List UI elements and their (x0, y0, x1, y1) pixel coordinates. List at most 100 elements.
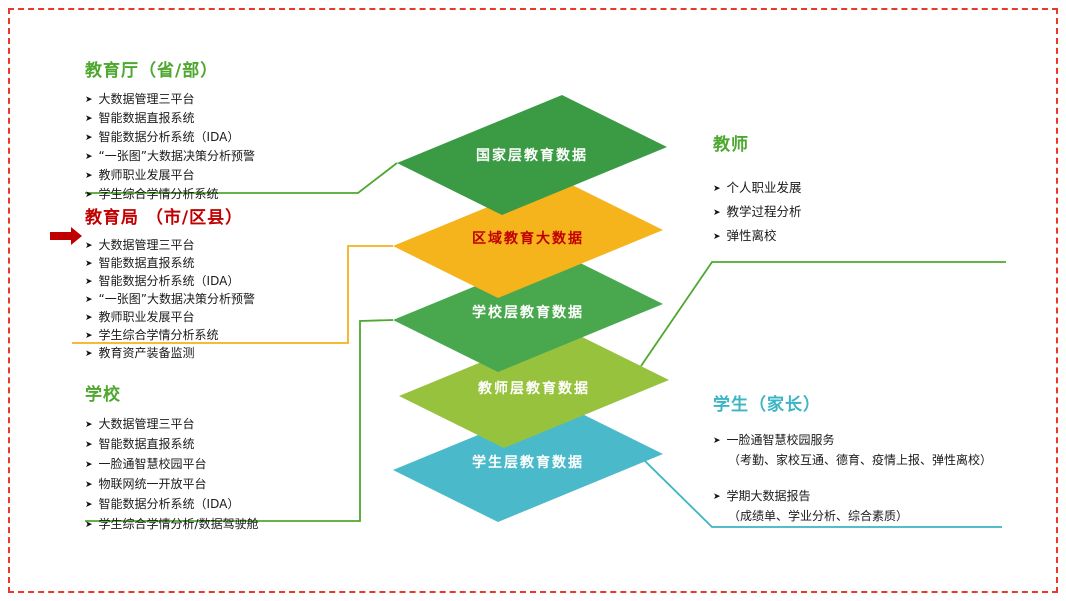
arrow-bullet-icon: ➤ (85, 480, 93, 490)
arrow-bullet-icon: ➤ (85, 295, 93, 305)
layer-regional-data: 区域教育大数据 (393, 178, 663, 298)
arrow-bullet-icon: ➤ (85, 313, 93, 323)
connector-municipal (72, 245, 393, 344)
list-item: ➤学生综合学情分析系统 (85, 186, 255, 205)
section-school-list: ➤ 大数据管理三平台 ➤智能数据直报系统 ➤ 一脸通智慧校园平台 ➤ 物联网统一开放平… (85, 415, 259, 535)
list-item: ➤ 教学过程分析 (713, 201, 802, 225)
layer-school-data: 学校层教育数据 (393, 252, 663, 372)
list-item-label: 个人职业发展 (726, 180, 802, 195)
list-item-label: 物联网统一开放平台 (98, 477, 207, 491)
list-item-label: 学生综合学情分析系统 (98, 187, 219, 201)
student-service-group: ➤一脸通智慧校园服务 （考勤、家校互通、德育、疫情上报、弹性离校） (713, 431, 992, 469)
list-item: ➤ 学生综合学情分析系统 (85, 327, 255, 345)
arrow-bullet-icon: ➤ (85, 500, 93, 510)
layer-student-data: 学生层教育数据 (393, 402, 663, 522)
layer-national-data: 国家层教育数据 (397, 95, 667, 215)
list-item: ➤ 智能数据直报系统 (85, 110, 255, 129)
list-item-label: 一脸通智慧校园平台 (98, 457, 207, 471)
student-report-group: ➤ 学期大数据报告 （成绩单、学业分析、综合素质） (713, 487, 992, 525)
arrow-bullet-icon: ➤ (85, 95, 93, 105)
arrow-bullet-icon: ➤ (85, 420, 93, 430)
list-item: ➤ “一张图”大数据决策分析预警 (85, 291, 255, 309)
pointer-arrow-icon (50, 227, 82, 245)
layer-student-label: 学生层教育数据 (472, 454, 584, 471)
list-item: ➤ 智能数据分析系统（IDA） (85, 129, 255, 148)
section-teacher: 教师 ➤ 个人职业发展 ➤ 教学过程分析 ➤ 弹性离校 (713, 130, 802, 249)
list-item-label: 智能数据直报系统 (98, 111, 195, 125)
list-item: ➤ 教师职业发展平台 (85, 309, 255, 327)
list-item-label: 弹性离校 (726, 228, 777, 243)
arrow-bullet-icon: ➤ (85, 133, 93, 143)
arrow-bullet-icon: ➤ (85, 440, 93, 450)
connector-teacher (640, 261, 1006, 367)
dashed-border-frame (8, 8, 1058, 593)
list-item: ➤ 教育资产装备监测 (85, 345, 255, 363)
section-teacher-title: 教师 (713, 135, 749, 155)
section-provincial: 教育厅（省/部） ➤大数据管理三平台 ➤智能数据直报系统 ➤智能数据分析系统（I… (85, 56, 255, 205)
arrow-bullet-icon: ➤ (85, 114, 93, 124)
list-item-label: 大数据管理三平台 (98, 92, 195, 106)
layer-national-label: 国家层教育数据 (476, 147, 588, 164)
layer-school-label: 学校层教育数据 (472, 304, 584, 321)
arrow-bullet-icon: ➤ (713, 208, 721, 218)
list-item: ➤ 智能数据分析系统（IDA） (85, 495, 259, 515)
connector-student (644, 460, 1002, 528)
arrow-bullet-icon: ➤ (85, 171, 93, 181)
section-provincial-list: ➤大数据管理三平台 ➤智能数据直报系统 ➤智能数据分析系统（IDA） ➤“一张图… (85, 91, 255, 205)
section-teacher-list: ➤ 个人职业发展 ➤ 教学过程分析 ➤ 弹性离校 (713, 177, 802, 249)
arrow-bullet-icon: ➤ (85, 241, 93, 251)
list-item-label: 大数据管理三平台 (98, 417, 195, 431)
list-item-label: 学期大数据报告 (726, 489, 811, 503)
list-item-label: 教育资产装备监测 (98, 346, 195, 360)
list-item-label: 学生综合学情分析/数据驾驶舱 (98, 517, 259, 531)
section-student-title: 学生（家长） (713, 395, 821, 415)
layer-teacher-data: 教师层教育数据 (399, 328, 669, 448)
list-item-label: 智能数据分析系统（IDA） (98, 497, 240, 511)
arrow-bullet-icon: ➤ (713, 232, 721, 242)
arrow-bullet-icon: ➤ (85, 331, 93, 341)
connector-provincial (85, 162, 398, 194)
section-municipal-list: ➤大数据管理三平台 ➤智能数据直报系统 ➤ 智能数据分析系统（IDA） ➤ “一张图… (85, 237, 255, 363)
section-municipal: 教育局 （市/区县） ➤大数据管理三平台 ➤智能数据直报系统 ➤ 智能数据分析系统… (85, 203, 255, 363)
list-item: ➤智能数据直报系统 (85, 435, 259, 455)
list-item: ➤智能数据直报系统 (85, 255, 255, 273)
list-item: ➤“一张图”大数据决策分析预警 (85, 148, 255, 167)
list-item: ➤ 大数据管理三平台 (85, 91, 255, 110)
list-item-note: （考勤、家校互通、德育、疫情上报、弹性离校） (728, 453, 993, 467)
arrow-bullet-icon: ➤ (713, 184, 721, 194)
arrow-bullet-icon: ➤ (85, 460, 93, 470)
layer-teacher-label: 教师层教育数据 (478, 380, 590, 397)
section-school: 学校 ➤ 大数据管理三平台 ➤智能数据直报系统 ➤ 一脸通智慧校园平台 ➤ 物联网统一… (85, 380, 259, 535)
arrow-bullet-icon: ➤ (85, 259, 93, 269)
list-item: ➤一脸通智慧校园服务 (713, 431, 992, 451)
list-item-label: 教师职业发展平台 (98, 168, 195, 182)
list-item-label: 教师职业发展平台 (98, 310, 195, 324)
section-school-title: 学校 (85, 385, 121, 405)
list-item: ➤ 教师职业发展平台 (85, 167, 255, 186)
list-item-label: 教学过程分析 (726, 204, 802, 219)
arrow-bullet-icon: ➤ (85, 520, 93, 530)
list-item-label: 智能数据分析系统（IDA） (98, 130, 240, 144)
arrow-bullet-icon: ➤ (85, 349, 93, 359)
connector-school (85, 319, 394, 522)
list-item: ➤ 智能数据分析系统（IDA） (85, 273, 255, 291)
list-item-label: 学生综合学情分析系统 (98, 328, 219, 342)
list-item-label: 智能数据分析系统（IDA） (98, 274, 240, 288)
list-item-label: “一张图”大数据决策分析预警 (98, 292, 255, 306)
list-item: ➤ 弹性离校 (713, 225, 802, 249)
list-item: ➤ 学期大数据报告 (713, 487, 992, 507)
list-item: ➤ 一脸通智慧校园平台 (85, 455, 259, 475)
arrow-bullet-icon: ➤ (713, 492, 721, 502)
arrow-bullet-icon: ➤ (85, 277, 93, 287)
list-item-note: （成绩单、学业分析、综合素质） (728, 509, 909, 523)
list-item: ➤大数据管理三平台 (85, 237, 255, 255)
list-item-label: “一张图”大数据决策分析预警 (98, 149, 255, 163)
section-student: 学生（家长） ➤一脸通智慧校园服务 （考勤、家校互通、德育、疫情上报、弹性离校）… (713, 390, 992, 525)
section-municipal-title: 教育局 （市/区县） (85, 208, 244, 228)
list-item: ➤ 学生综合学情分析/数据驾驶舱 (85, 515, 259, 535)
list-item-label: 一脸通智慧校园服务 (726, 433, 835, 447)
list-item: ➤ 个人职业发展 (713, 177, 802, 201)
layer-regional-label: 区域教育大数据 (472, 230, 584, 247)
